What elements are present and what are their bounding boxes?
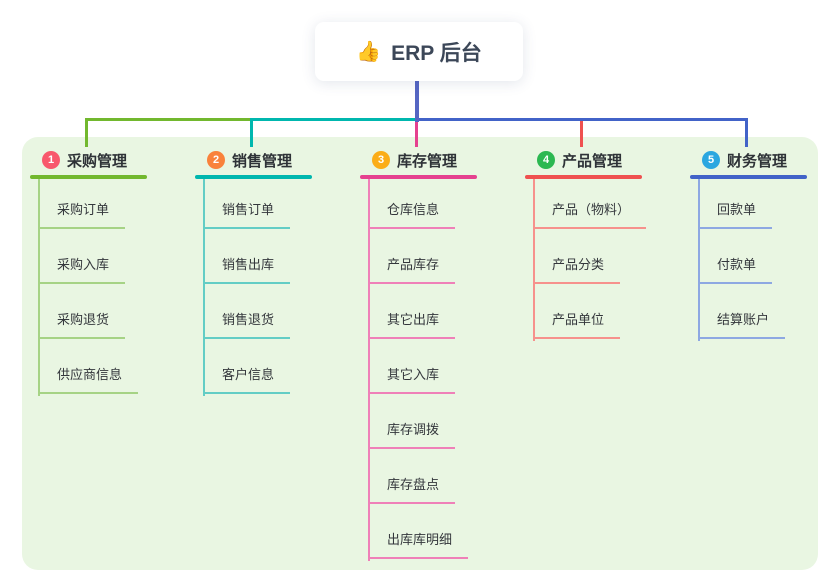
branch-2-underline (360, 175, 477, 179)
branch-0-drop-line (85, 118, 88, 147)
branch-0-underline (30, 175, 147, 179)
branch-1-underline (195, 175, 312, 179)
branch-1-header[interactable]: 2 销售管理 (195, 147, 312, 173)
root-title: ERP 后台 (391, 41, 482, 65)
branch-2-title: 库存管理 (397, 152, 458, 170)
branch-4-child-1[interactable]: 付款单 (698, 255, 773, 284)
branch-4-underline (690, 175, 807, 179)
branch-1-title: 销售管理 (232, 152, 293, 170)
root-node[interactable]: 👍 ERP 后台 (315, 22, 523, 81)
branch-4-number-badge: 5 (702, 151, 720, 169)
branch-4-child-0[interactable]: 回款单 (698, 200, 773, 229)
branch-3-underline (525, 175, 642, 179)
branch-1-child-1[interactable]: 销售出库 (203, 255, 291, 284)
branch-2-child-5[interactable]: 库存盘点 (368, 475, 456, 504)
branch-3-drop-line (580, 121, 583, 147)
branch-0-children-line (38, 179, 40, 396)
branch-4-drop-line (745, 118, 748, 147)
branch-1-drop-line (250, 118, 253, 147)
branch-3-title: 产品管理 (562, 152, 623, 170)
branch-2-header[interactable]: 3 库存管理 (360, 147, 477, 173)
branch-3-child-1[interactable]: 产品分类 (533, 255, 621, 284)
branch-2-drop-line (415, 121, 418, 147)
thumbs-up-icon: 👍 (356, 41, 382, 63)
branch-3-child-0[interactable]: 产品（物料） (533, 200, 647, 229)
branch-0-child-0[interactable]: 采购订单 (38, 200, 126, 229)
branch-2-child-4[interactable]: 库存调拨 (368, 420, 456, 449)
branch-2-child-6[interactable]: 出库库明细 (368, 530, 469, 559)
branch-3-number-badge: 4 (537, 151, 555, 169)
branches-panel (22, 137, 818, 570)
branch-4-header[interactable]: 5 财务管理 (690, 147, 807, 173)
root-connector-line (415, 81, 419, 122)
branch-0-child-3[interactable]: 供应商信息 (38, 365, 139, 394)
branch-3-children-line (533, 179, 535, 341)
branch-3-header[interactable]: 4 产品管理 (525, 147, 642, 173)
branch-3-child-2[interactable]: 产品单位 (533, 310, 621, 339)
branch-1-child-2[interactable]: 销售退货 (203, 310, 291, 339)
branch-4-title: 财务管理 (727, 152, 788, 170)
branch-0-child-1[interactable]: 采购入库 (38, 255, 126, 284)
branch-2-number-badge: 3 (372, 151, 390, 169)
branch-1-child-0[interactable]: 销售订单 (203, 200, 291, 229)
branch-2-child-2[interactable]: 其它出库 (368, 310, 456, 339)
branch-1-number-badge: 2 (207, 151, 225, 169)
branch-4-rail-line (417, 118, 748, 121)
branch-0-child-2[interactable]: 采购退货 (38, 310, 126, 339)
branch-2-child-1[interactable]: 产品库存 (368, 255, 456, 284)
branch-2-child-0[interactable]: 仓库信息 (368, 200, 456, 229)
branch-0-title: 采购管理 (67, 152, 128, 170)
branch-1-children-line (203, 179, 205, 396)
branch-2-child-3[interactable]: 其它入库 (368, 365, 456, 394)
branch-1-child-3[interactable]: 客户信息 (203, 365, 291, 394)
branch-2-children-line (368, 179, 370, 561)
branch-0-rail-line (85, 118, 252, 121)
branch-1-rail-line (250, 118, 417, 121)
branch-4-children-line (698, 179, 700, 341)
branch-4-child-2[interactable]: 结算账户 (698, 310, 786, 339)
branch-0-header[interactable]: 1 采购管理 (30, 147, 147, 173)
branch-0-number-badge: 1 (42, 151, 60, 169)
